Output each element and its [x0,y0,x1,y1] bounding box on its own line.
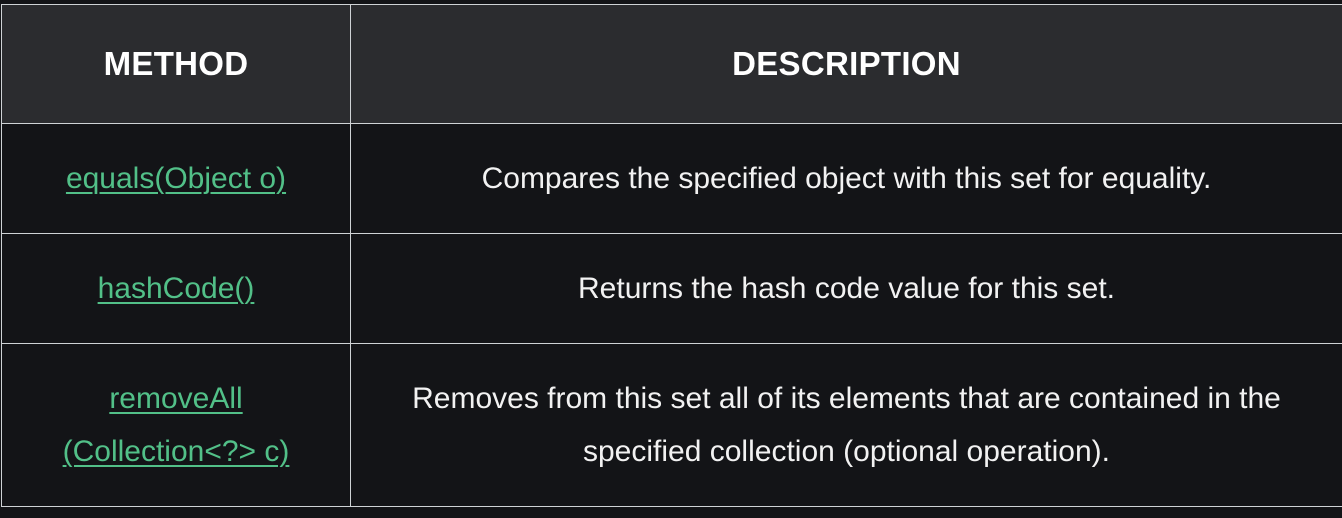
table-header-row: METHOD DESCRIPTION [1,4,1342,124]
methods-table: METHOD DESCRIPTION equals(Object o) Comp… [1,4,1342,507]
table-row: hashCode() Returns the hash code value f… [1,233,1342,344]
method-column-header: METHOD [1,4,351,124]
hashcode-method-link[interactable]: hashCode() [97,272,255,305]
description-cell: Returns the hash code value for this set… [350,233,1342,344]
table-row: removeAll (Collection<?> c) Removes from… [1,343,1342,507]
equals-method-link[interactable]: equals(Object o) [65,162,287,195]
method-cell: equals(Object o) [1,123,351,234]
removeall-method-link-line-2[interactable]: (Collection<?> c) [62,435,290,468]
description-cell: Compares the specified object with this … [350,123,1342,234]
description-cell: Removes from this set all of its element… [350,343,1342,507]
method-cell: removeAll (Collection<?> c) [1,343,351,507]
method-cell: hashCode() [1,233,351,344]
removeall-method-link-line-1[interactable]: removeAll [109,382,243,415]
table-row: equals(Object o) Compares the specified … [1,123,1342,234]
description-column-header: DESCRIPTION [350,4,1342,124]
